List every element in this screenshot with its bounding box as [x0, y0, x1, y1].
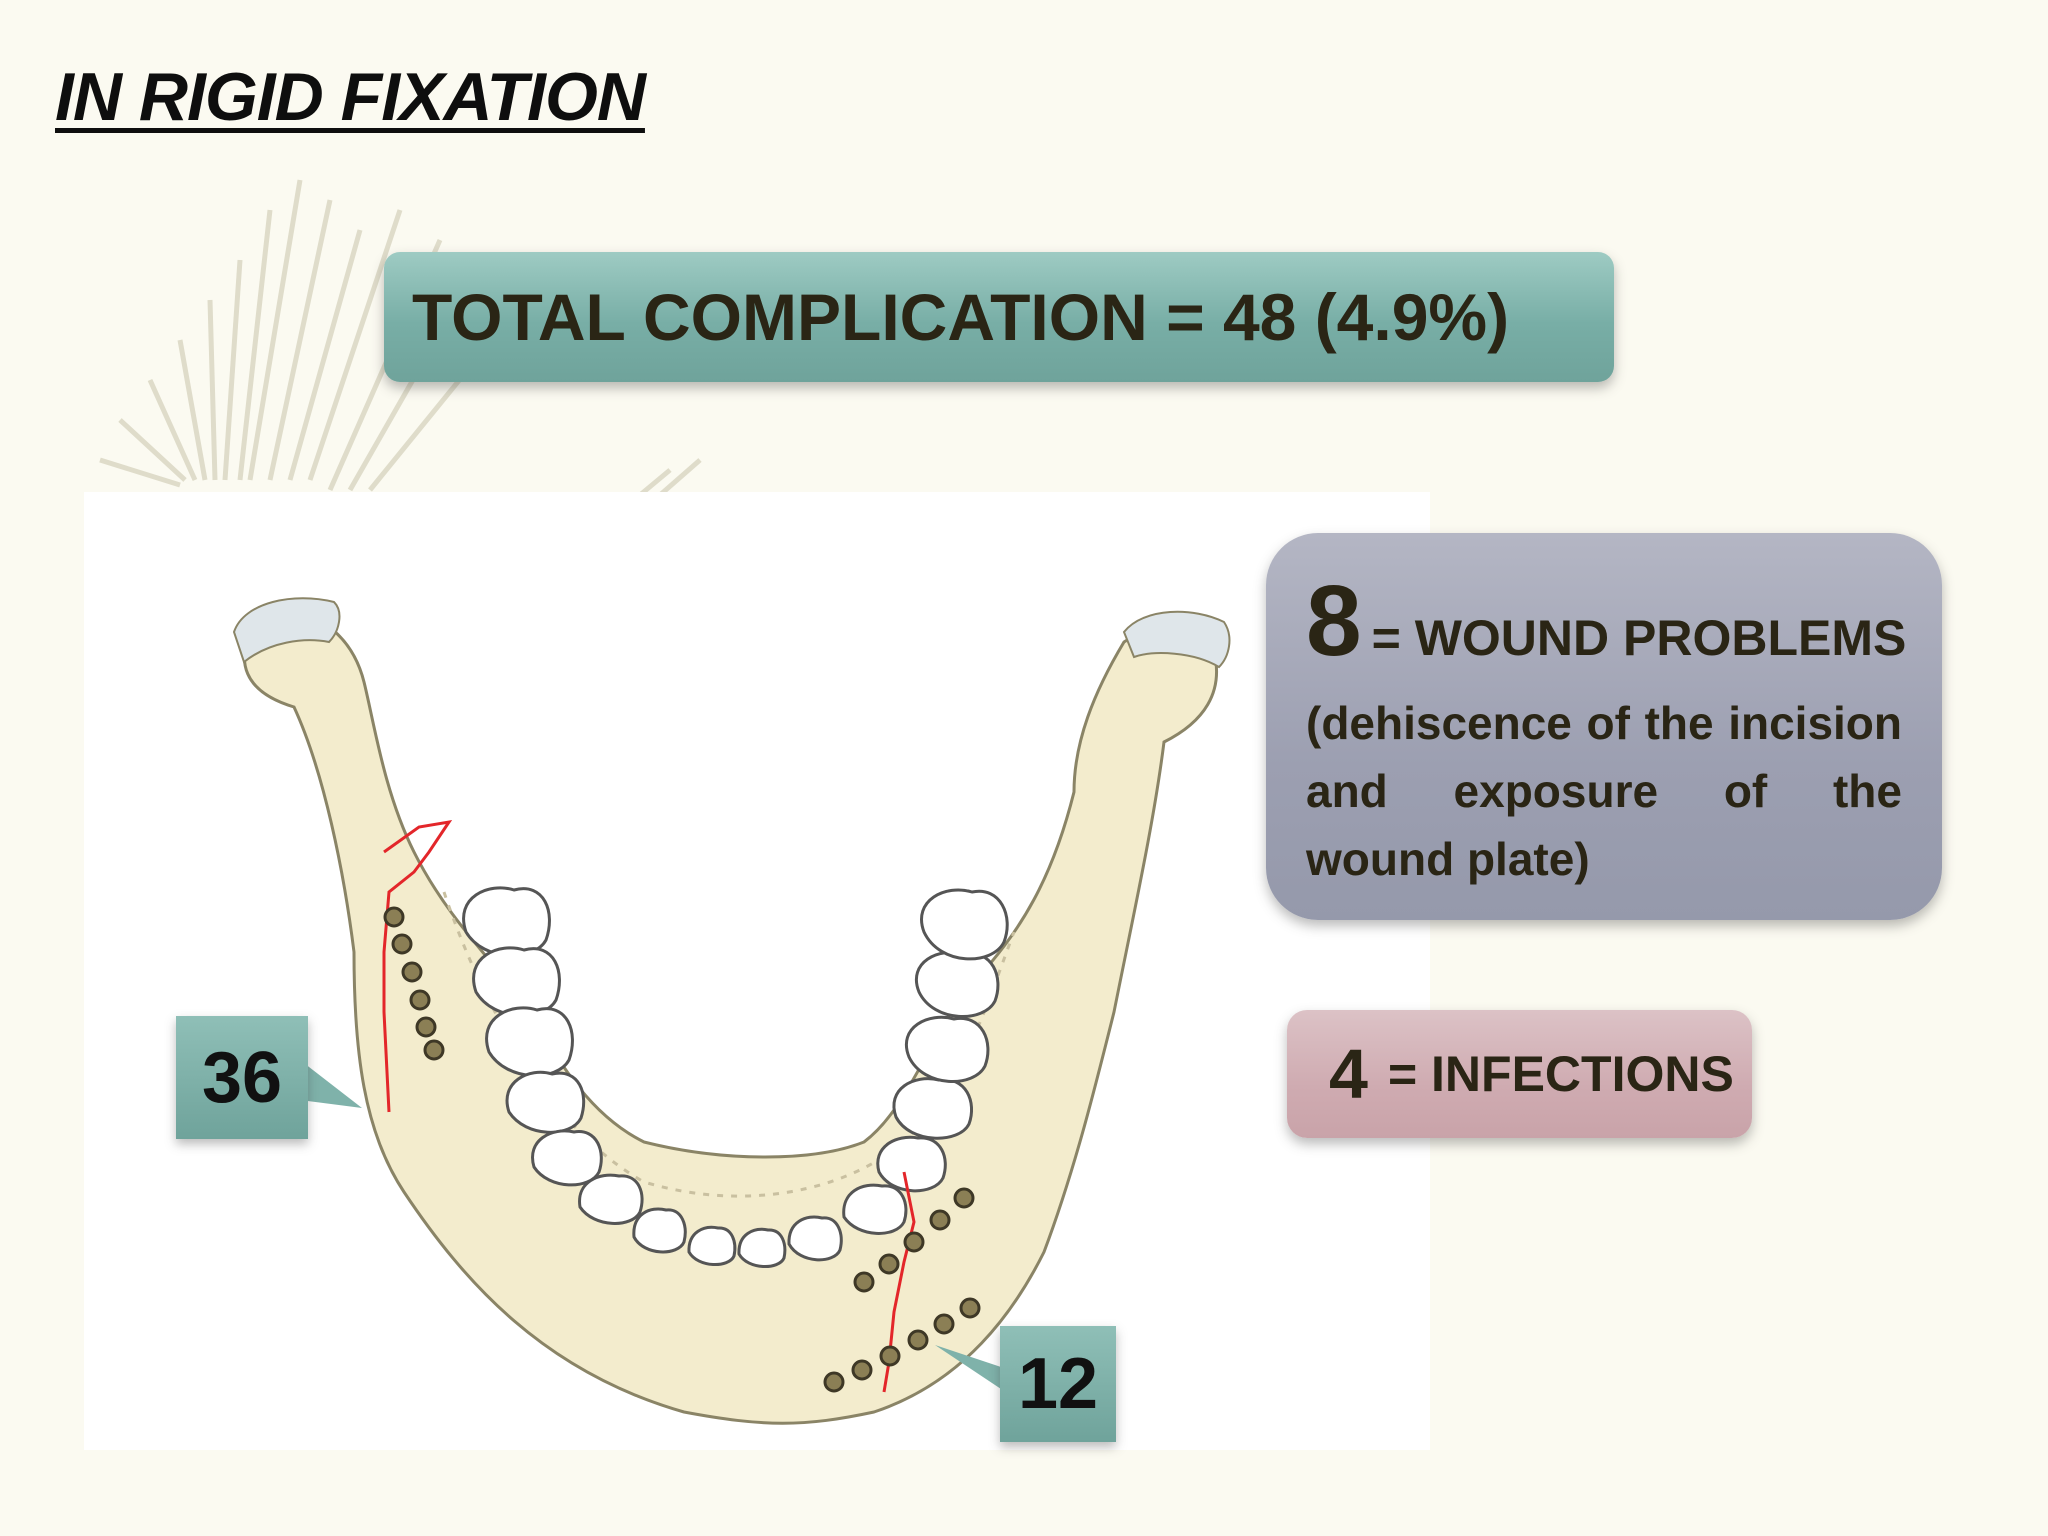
- right-condyle: [1122, 610, 1231, 669]
- infection-label: = INFECTIONS: [1387, 1046, 1734, 1102]
- wound-detail: (dehiscence of the incision and exposure…: [1306, 697, 1902, 885]
- fracture-lines: [382, 819, 916, 1393]
- fixation-plates: [383, 906, 981, 1393]
- infection-count: 4: [1329, 1035, 1368, 1113]
- teeth: [462, 886, 1009, 1268]
- wound-problems-box: 8 = WOUND PROBLEMS (dehiscence of the in…: [1266, 533, 1942, 920]
- mandible-illustration: [232, 597, 1231, 1425]
- wound-label: = WOUND PROBLEMS: [1371, 610, 1907, 666]
- wound-heading: 8 = WOUND PROBLEMS: [1306, 565, 1906, 677]
- callout-left-count: 36: [176, 1016, 308, 1139]
- left-condyle: [232, 597, 341, 664]
- slide-title: IN RIGID FIXATION: [55, 59, 646, 135]
- wound-count: 8: [1306, 565, 1362, 677]
- callout-right-count: 12: [1000, 1326, 1116, 1442]
- total-complication-text: TOTAL COMPLICATION = 48 (4.9%): [412, 280, 1510, 354]
- total-complication-box: TOTAL COMPLICATION = 48 (4.9%): [384, 252, 1614, 382]
- infections-box: 4 = INFECTIONS: [1287, 1010, 1752, 1138]
- mandible-bone: [242, 610, 1219, 1425]
